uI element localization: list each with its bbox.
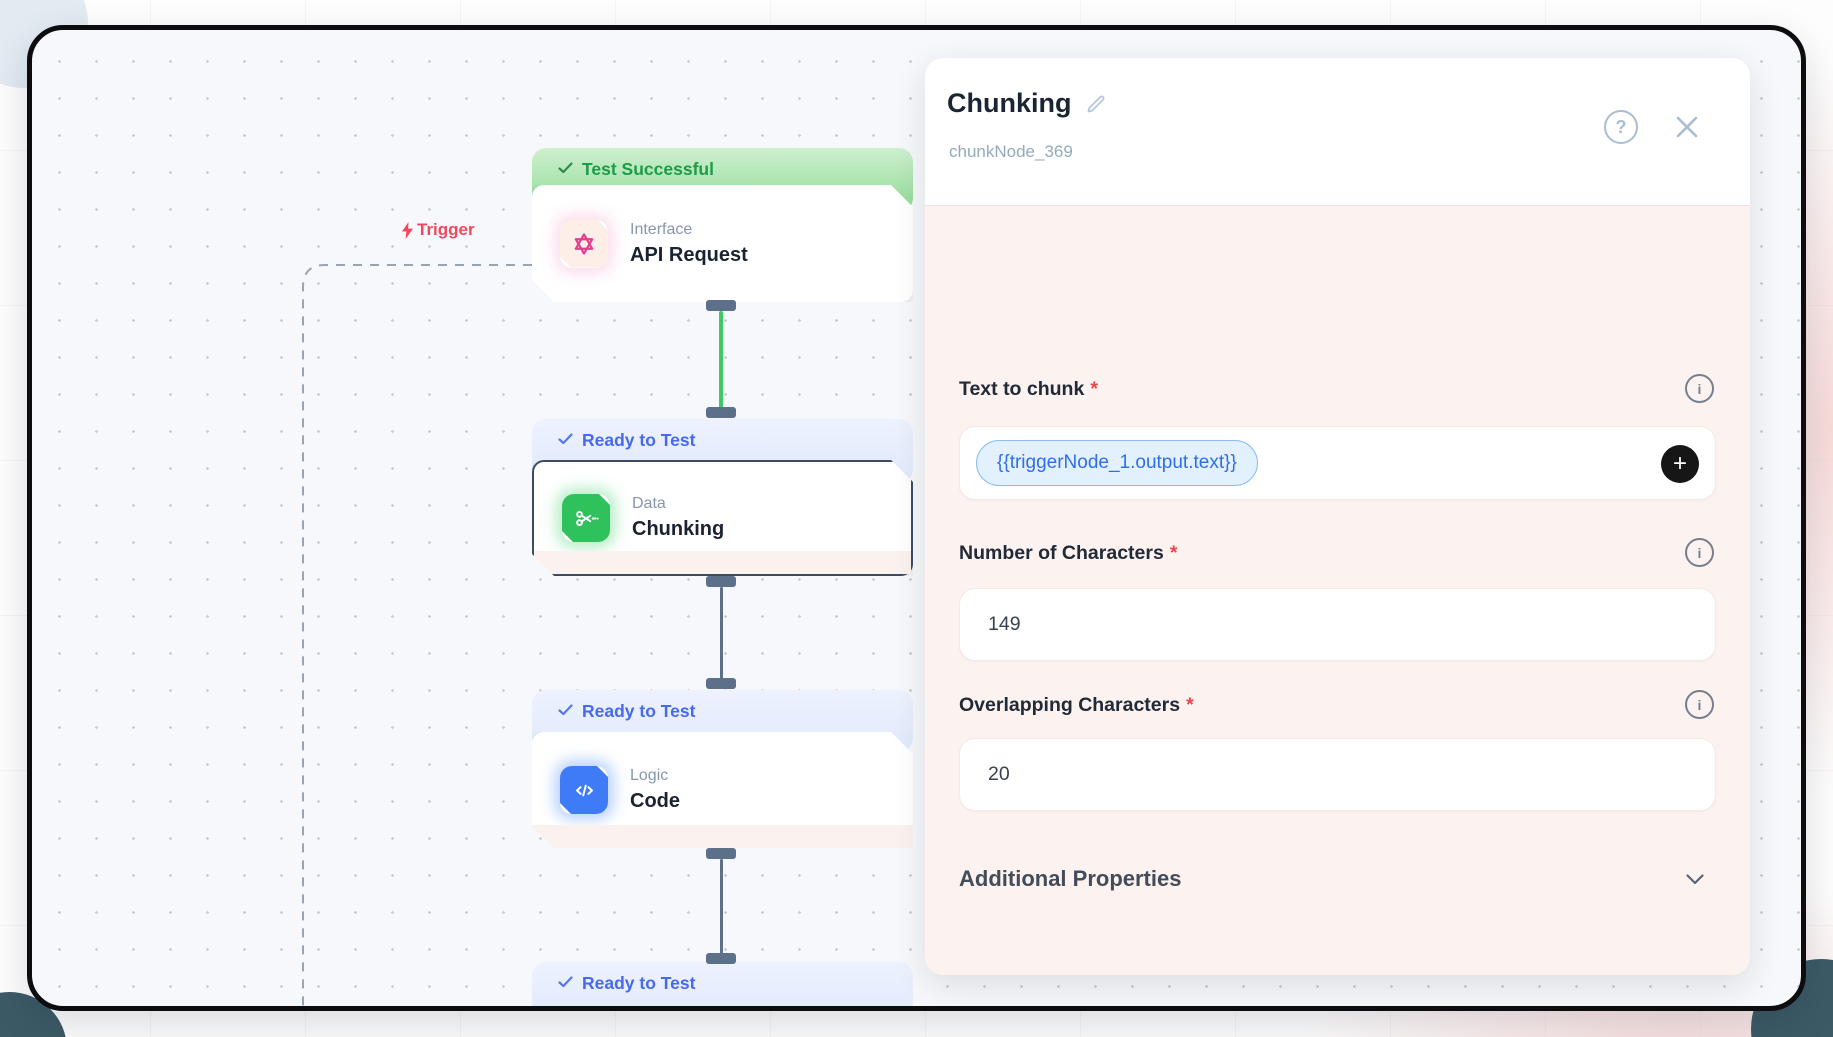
node-config-panel: Chunking chunkNode_369 ? Text to chunk* … (925, 58, 1750, 975)
status-badge-label: Ready to Test (582, 701, 696, 721)
info-icon[interactable]: i (1685, 538, 1714, 567)
node-title: API Request (630, 243, 748, 266)
info-glyph: i (1697, 380, 1702, 397)
scissors-icon (574, 506, 599, 531)
overlapping-characters-input[interactable]: 20 (959, 738, 1716, 811)
status-badge-ready-to-test: Ready to Test (532, 962, 913, 1006)
variable-pill-text: {{triggerNode_1.output.text}} (997, 452, 1237, 473)
plus-glyph: + (1672, 450, 1687, 477)
panel-title: Chunking (947, 88, 1072, 118)
node-icon-tile (562, 494, 610, 542)
edge-api-to-chunking (719, 311, 723, 408)
node-category: Interface (630, 220, 693, 238)
add-variable-button[interactable]: + (1661, 445, 1699, 483)
check-icon (558, 433, 573, 445)
required-asterisk: * (1169, 542, 1178, 564)
panel-body: Text to chunk* i {{triggerNode_1.output.… (925, 206, 1750, 975)
required-asterisk: * (1090, 378, 1098, 400)
status-badge-label: Test Successful (582, 159, 714, 179)
help-icon[interactable]: ? (1604, 110, 1638, 144)
node-card-api-request[interactable]: Interface API Request (532, 185, 913, 302)
node-card-chunking[interactable]: Data Chunking (532, 460, 913, 576)
trigger-text: Trigger (417, 220, 475, 239)
field-label-text: Number of Characters (959, 542, 1164, 564)
code-icon (572, 778, 597, 803)
edit-pencil-icon[interactable] (1084, 92, 1108, 116)
connector-handle[interactable] (706, 576, 736, 587)
lightning-bolt-icon (402, 221, 413, 239)
connector-handle[interactable] (706, 300, 736, 311)
node-title: Code (630, 790, 680, 812)
number-of-characters-input[interactable]: 149 (959, 588, 1716, 661)
api-hexagram-icon (571, 231, 597, 257)
field-label-overlapping-characters: Overlapping Characters* (959, 694, 1194, 717)
edge-code-to-next (720, 859, 723, 954)
text-to-chunk-input[interactable]: {{triggerNode_1.output.text}} + (959, 426, 1716, 500)
status-badge-label: Ready to Test (582, 973, 696, 993)
edge-chunking-to-code (720, 587, 723, 679)
additional-properties-header[interactable]: Additional Properties (959, 866, 1182, 891)
connector-handle[interactable] (706, 407, 736, 418)
variable-pill[interactable]: {{triggerNode_1.output.text}} (976, 440, 1258, 486)
node-icon-tile (560, 220, 608, 268)
app-frame: Trigger Test Successful Interface (27, 25, 1806, 1011)
field-label-text: Overlapping Characters (959, 694, 1181, 716)
info-icon[interactable]: i (1685, 374, 1714, 403)
close-icon[interactable] (1674, 114, 1700, 140)
field-label-text: Text to chunk (959, 378, 1085, 400)
panel-node-id: chunkNode_369 (949, 142, 1073, 161)
check-icon (558, 976, 573, 988)
chevron-down-icon[interactable] (1686, 874, 1704, 885)
info-glyph: i (1697, 544, 1702, 561)
check-icon (558, 704, 573, 716)
node-icon-tile (560, 766, 608, 814)
field-label-number-of-characters: Number of Characters* (959, 542, 1177, 565)
node-category: Data (632, 495, 666, 512)
node-category: Logic (630, 767, 669, 784)
info-icon[interactable]: i (1685, 690, 1714, 719)
connector-handle[interactable] (706, 848, 736, 859)
overlapping-characters-value: 20 (988, 763, 1010, 785)
field-label-text-to-chunk: Text to chunk* (959, 378, 1098, 401)
connector-handle[interactable] (706, 953, 736, 964)
check-icon (558, 162, 573, 174)
node-footer-strip (534, 551, 911, 574)
status-badge-label: Ready to Test (582, 430, 696, 450)
node-title: Chunking (632, 518, 725, 540)
connector-handle[interactable] (706, 678, 736, 689)
number-of-characters-value: 149 (988, 613, 1021, 635)
panel-title-row: Chunking (947, 88, 1108, 119)
node-card-code[interactable]: Logic Code (532, 732, 913, 848)
help-glyph: ? (1615, 116, 1627, 137)
node-footer-strip (532, 825, 913, 848)
info-glyph: i (1697, 696, 1702, 713)
required-asterisk: * (1186, 694, 1194, 716)
trigger-edge-label: Trigger (401, 220, 475, 240)
